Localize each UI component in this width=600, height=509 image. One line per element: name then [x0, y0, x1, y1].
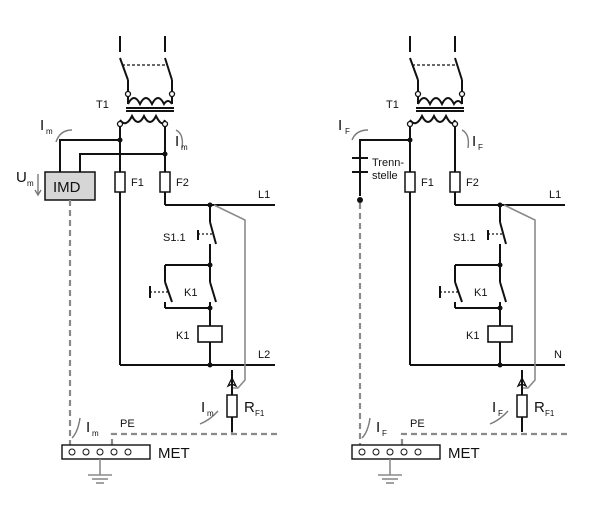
right-fuse1-label: F1: [421, 177, 434, 189]
right-fault-current: I: [492, 399, 496, 416]
right-fuse-f2: [449, 171, 461, 193]
left-current-sub-top: m: [46, 127, 53, 136]
right-switch-label: S1.1: [453, 232, 476, 244]
right-met-label: MET: [448, 445, 480, 462]
left-disconnector-switch: [119, 57, 176, 98]
right-transformer-label: T1: [386, 99, 399, 111]
left-fault-current: I: [201, 399, 205, 416]
left-fault-resistor: [226, 394, 238, 418]
left-bottom-current-sub: m: [92, 429, 99, 438]
left-current-sub-right: m: [181, 143, 188, 152]
imd-label: IMD: [53, 179, 81, 196]
left-resistor-label: R: [244, 399, 255, 416]
right-fuse2-label: F2: [466, 177, 479, 189]
right-current-sub-top: F: [345, 127, 350, 136]
right-circuit: T1 F1 F2 L1 S1.1 K1 K1 N: [338, 36, 570, 484]
left-fuse-f2: [159, 171, 171, 193]
left-pe-label: PE: [120, 418, 135, 430]
left-coil-label: K1: [176, 330, 189, 342]
left-fuse2-label: F2: [176, 177, 189, 189]
left-voltage-sub: m: [27, 179, 34, 188]
right-current-sub-right: F: [478, 143, 483, 152]
right-coil-label: K1: [466, 330, 479, 342]
left-circuit: T1 F1 F2 L1 S1.1 K1 K1: [16, 36, 280, 484]
right-pe-label: PE: [410, 418, 425, 430]
left-current-label-top: I: [40, 117, 44, 134]
right-disconnector-switch: [409, 57, 466, 98]
right-fault-resistor: [516, 394, 528, 418]
right-bottom-current-sub: F: [382, 429, 387, 438]
left-switch-label: S1.1: [163, 232, 186, 244]
left-fault-current-sub: m: [207, 409, 214, 418]
left-fuse1-label: F1: [131, 177, 144, 189]
right-line2-label: N: [554, 349, 562, 361]
separator-point: Trenn- stelle: [352, 137, 413, 203]
right-line1-label: L1: [549, 189, 561, 201]
left-voltage-label: U: [16, 169, 27, 186]
right-fault-current-sub: F: [498, 409, 503, 418]
right-current-label-top: I: [338, 117, 342, 134]
separator-label-1: Trenn-: [372, 157, 404, 169]
right-resistor-label: R: [534, 399, 545, 416]
left-line1-label: L1: [258, 189, 270, 201]
left-current-label-right: I: [175, 133, 179, 150]
right-fuse-f1: [404, 171, 416, 193]
left-contact-label: K1: [184, 287, 197, 299]
left-transformer-label: T1: [96, 99, 109, 111]
right-transformer: T1: [386, 96, 464, 128]
left-bottom-current: I: [86, 419, 90, 436]
left-met-label: MET: [158, 445, 190, 462]
right-coil: [487, 325, 513, 343]
left-transformer: T1: [96, 96, 174, 128]
right-current-label-right: I: [472, 133, 476, 150]
separator-label-2: stelle: [372, 170, 398, 182]
right-bottom-current: I: [376, 419, 380, 436]
right-contact-label: K1: [474, 287, 487, 299]
left-resistor-sub: F1: [255, 409, 265, 418]
left-fuse-f1: [114, 171, 126, 193]
left-line2-label: L2: [258, 349, 270, 361]
left-coil: [197, 325, 223, 343]
right-resistor-sub: F1: [545, 409, 555, 418]
imd-device: [44, 171, 96, 201]
